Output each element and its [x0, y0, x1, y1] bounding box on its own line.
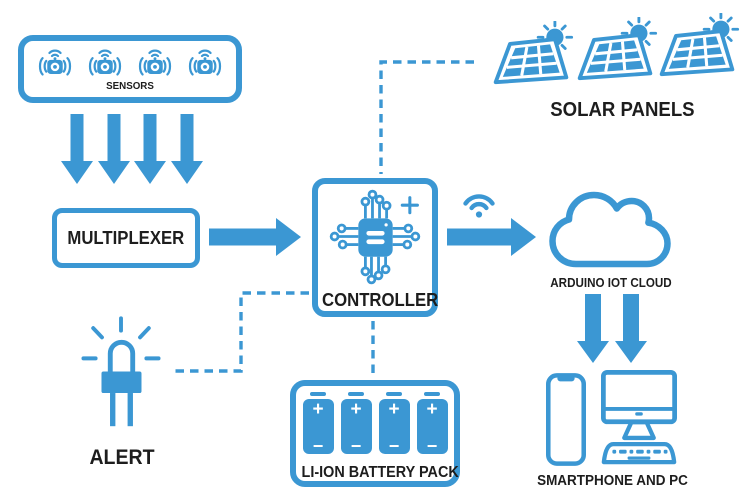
arrow-sensors-to-multiplexer-4 — [171, 114, 203, 184]
alert-rays — [81, 316, 161, 361]
battery-cell-icon: + − — [416, 399, 448, 456]
arrow-controller-to-cloud — [447, 218, 536, 256]
devices-label: SMARTPHONE AND PC — [537, 473, 688, 489]
wireless-sensor-icon — [38, 49, 72, 76]
battery-pack-node: + − + − + − + − — [290, 380, 460, 487]
battery-minus-label: − — [426, 436, 438, 456]
battery-plus-label: + — [388, 399, 400, 420]
sun-icon — [620, 17, 658, 46]
keyboard-keys — [612, 449, 668, 460]
controller-label: CONTROLLER — [321, 290, 439, 310]
battery-cell-icon: + − — [340, 399, 372, 456]
desktop-computer-icon — [601, 370, 677, 465]
battery-plus-label: + — [350, 399, 362, 420]
dashed-connector-solar-to-controller — [379, 60, 474, 174]
battery-cell-icon: + − — [302, 399, 334, 456]
battery-pack-label: LI-ION BATTERY PACK — [301, 464, 459, 481]
sensor-icon-row — [24, 41, 236, 80]
multiplexer-label: MULTIPLEXER — [67, 227, 185, 248]
cloud-label: ARDUINO IOT CLOUD — [550, 276, 672, 290]
wifi-icon — [463, 194, 495, 218]
sun-icon — [536, 21, 574, 50]
solar-panel-sun-icon — [659, 13, 740, 77]
wireless-sensor-icon — [188, 49, 222, 76]
battery-cell-row: + − + − + − + − — [296, 399, 454, 456]
alert-label: ALERT — [89, 446, 155, 469]
wireless-sensor-icon — [88, 49, 122, 76]
arrow-sensors-to-multiplexer-1 — [61, 114, 93, 184]
smartphone-icon — [546, 373, 586, 466]
solar-panels-label: SOLAR PANELS — [550, 99, 695, 121]
dashed-connector-controller-to-alert — [170, 291, 309, 373]
controller-node: CONTROLLER — [312, 178, 438, 317]
sensors-node: SENSORS — [18, 35, 242, 103]
microchip-icon — [329, 189, 420, 285]
solar-panel-sun-icon — [493, 21, 574, 85]
battery-cell-icon: + − — [378, 399, 410, 456]
wireless-sensor-icon — [138, 49, 172, 76]
sparkle-icon — [400, 196, 419, 215]
arrow-cloud-to-devices-1 — [577, 294, 609, 363]
battery-minus-label: − — [312, 436, 324, 456]
arrow-multiplexer-to-controller — [209, 218, 301, 256]
led-alarm-icon — [81, 316, 161, 427]
solar-panel-sun-icon — [577, 17, 658, 81]
battery-minus-label: − — [388, 436, 400, 456]
battery-minus-label: − — [350, 436, 362, 456]
arrow-sensors-to-multiplexer-2 — [98, 114, 130, 184]
arrow-cloud-to-devices-2 — [615, 294, 647, 363]
arrow-sensors-to-multiplexer-3 — [134, 114, 166, 184]
battery-plus-label: + — [312, 399, 324, 420]
sun-icon — [702, 13, 740, 42]
battery-plus-label: + — [426, 399, 438, 420]
multiplexer-node: MULTIPLEXER — [52, 208, 200, 268]
sensors-label: SENSORS — [106, 80, 154, 92]
cloud-icon — [549, 191, 671, 268]
